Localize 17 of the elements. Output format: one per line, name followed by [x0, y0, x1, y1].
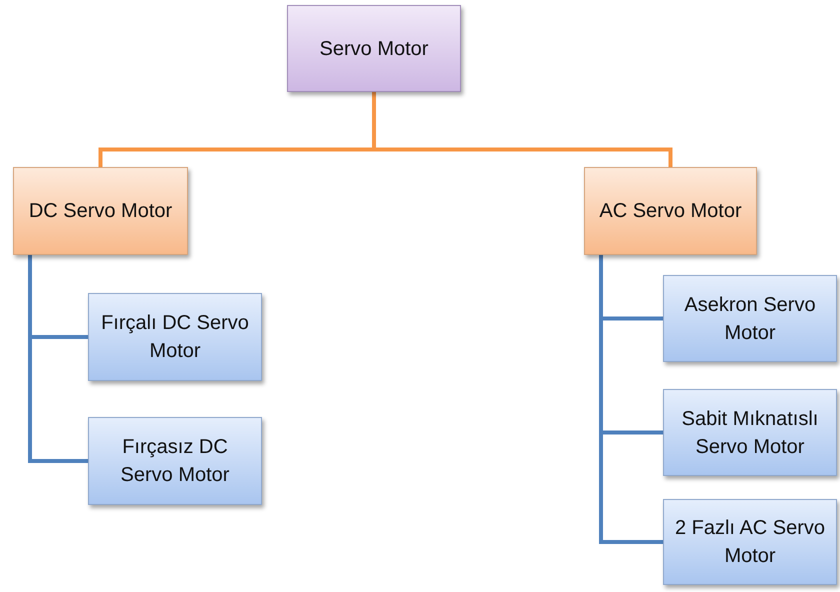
box-label: Asekron Servo Motor [683, 292, 817, 346]
box-label: 2 Fazlı AC Servo Motor [674, 516, 826, 569]
org-box [584, 167, 757, 255]
org-box [88, 417, 262, 505]
org-box [663, 275, 837, 362]
org-box [13, 167, 188, 255]
box-label: Sabit Mıknatıslı Servo Motor [680, 406, 820, 460]
org-box [663, 499, 837, 585]
box-label: Fırçalı DC Servo Motor [100, 311, 250, 364]
connector-line [599, 255, 663, 544]
box-label: DC Servo Motor [28, 199, 172, 224]
org-box [287, 5, 461, 92]
org-box [663, 389, 837, 476]
org-box [88, 293, 262, 381]
box-label: Servo Motor [320, 36, 428, 62]
box-label: AC Servo Motor [599, 199, 742, 224]
box-label: Fırçasız DC Servo Motor [120, 435, 230, 488]
